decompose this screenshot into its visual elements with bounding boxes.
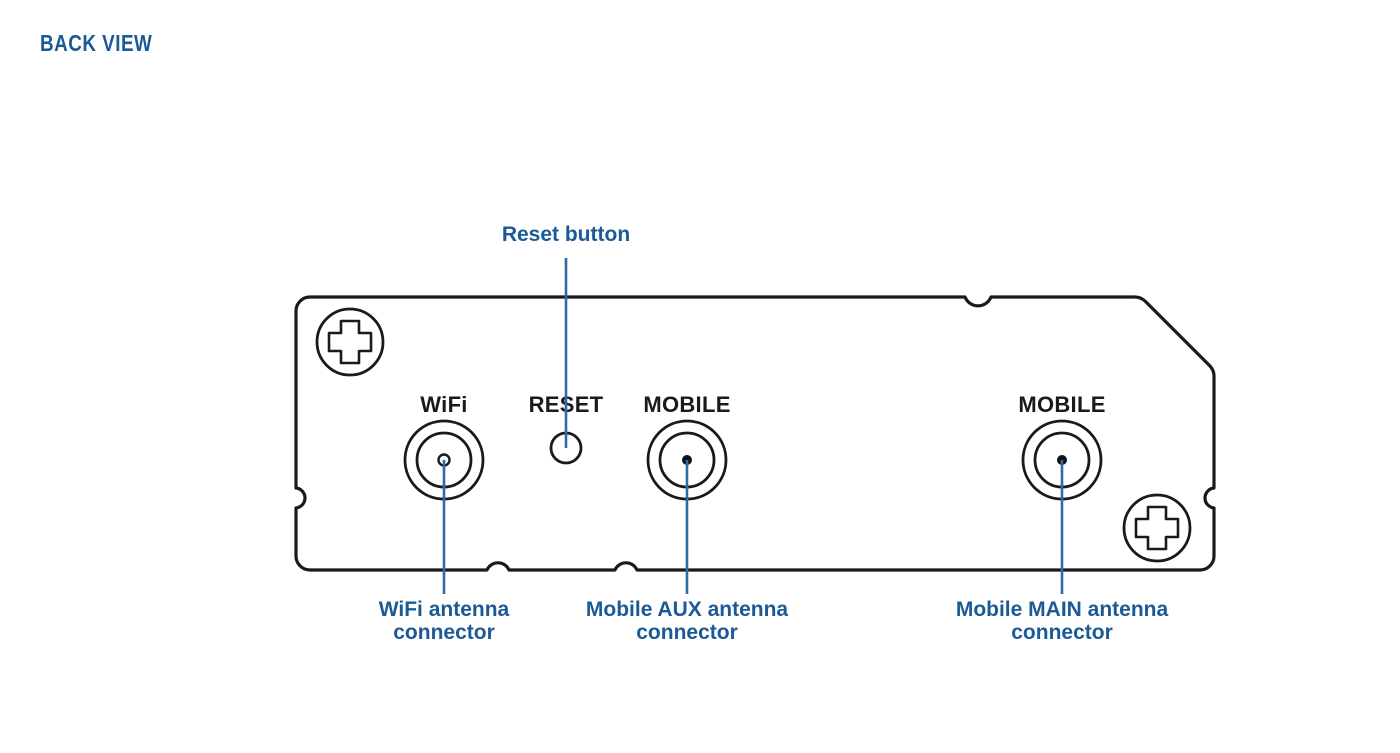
page-title: BACK VIEW <box>40 30 153 56</box>
callout-wifi-antenna-connector-line-2: connector <box>393 621 495 644</box>
callout-mobile-aux-antenna-connector-line-2: connector <box>636 621 738 644</box>
screw-bottom-right <box>1122 493 1192 563</box>
callout-reset-button-line-1: Reset button <box>502 223 630 246</box>
silkscreen-label-mobile-aux: MOBILE <box>643 392 730 417</box>
callout-mobile-main-antenna-connector-line-1: Mobile MAIN antenna <box>956 598 1169 621</box>
callout-wifi-antenna-connector-line-1: WiFi antenna <box>379 598 510 621</box>
callout-mobile-main-antenna-connector-line-2: connector <box>1011 621 1113 644</box>
device-enclosure-outline <box>294 295 1216 572</box>
silkscreen-label-mobile-main: MOBILE <box>1018 392 1105 417</box>
silkscreen-label-wifi: WiFi <box>420 392 467 417</box>
callout-mobile-aux-antenna-connector-line-1: Mobile AUX antenna <box>586 598 789 621</box>
screw-top-left <box>315 307 385 377</box>
